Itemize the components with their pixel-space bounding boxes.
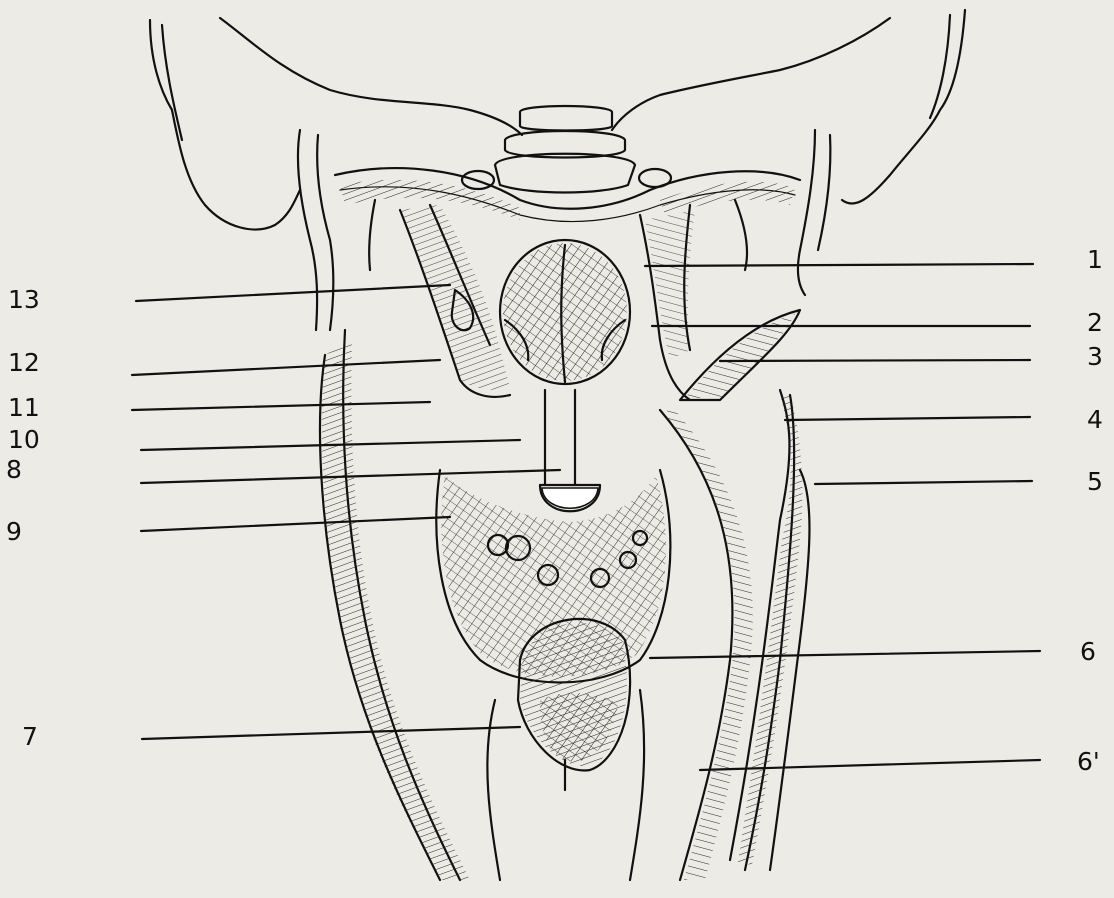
label-4: 4 (1087, 405, 1103, 434)
label-3: 3 (1087, 342, 1103, 371)
leader-6p (700, 760, 1040, 770)
skull-base-outline (150, 10, 965, 229)
label-8: 8 (6, 455, 22, 484)
leader-12 (132, 360, 440, 375)
leader-5 (815, 481, 1032, 484)
left-vessel (298, 130, 375, 330)
leader-9 (141, 517, 450, 531)
label-6: 6 (1080, 637, 1096, 666)
leader-1 (645, 264, 1033, 266)
label-1: 1 (1087, 245, 1103, 274)
left-upper-muscle (400, 205, 510, 397)
label-7: 7 (22, 722, 38, 751)
label-11: 11 (8, 393, 40, 422)
leader-6 (650, 651, 1040, 658)
label-2: 2 (1087, 308, 1103, 337)
leader-4 (785, 417, 1030, 420)
label-10: 10 (8, 425, 40, 454)
label-6-prime: 6' (1077, 747, 1100, 776)
epiglottis-oval (500, 240, 630, 384)
leader-13 (136, 285, 450, 301)
right-upper-muscle (640, 205, 800, 400)
leader-7 (142, 727, 520, 739)
leader-11 (132, 402, 430, 410)
label-12: 12 (8, 348, 40, 377)
label-9: 9 (6, 517, 22, 546)
right-vessel (735, 130, 830, 295)
label-13: 13 (8, 285, 40, 314)
vertebra-top (462, 106, 671, 193)
leader-3 (720, 360, 1030, 361)
label-5: 5 (1087, 467, 1103, 496)
